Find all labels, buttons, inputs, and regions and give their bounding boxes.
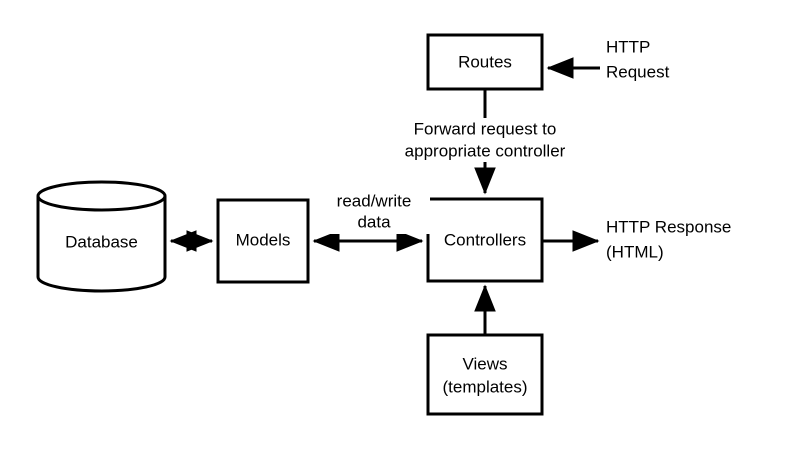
label-http-response: HTTP Response (HTML) <box>606 217 731 261</box>
label-http-response-line1: HTTP Response <box>606 217 731 236</box>
edge-label-read-write-line1: read/write <box>337 191 412 210</box>
node-models-shape <box>216 198 310 284</box>
node-views-label-line2: (templates) <box>442 377 527 396</box>
label-http-request-line1: HTTP <box>606 37 650 56</box>
label-http-response-line2: (HTML) <box>606 242 664 261</box>
edge-label-forward-request-bg <box>387 118 583 162</box>
node-controllers-shape <box>426 197 544 283</box>
label-http-request: HTTP Request <box>606 37 670 81</box>
node-views[interactable]: Views (templates) <box>426 333 544 416</box>
node-routes[interactable]: Routes <box>426 33 544 91</box>
node-controllers[interactable]: Controllers <box>426 197 544 283</box>
node-routes-label: Routes <box>458 52 512 71</box>
edge-label-forward-request-line1: Forward request to <box>414 119 557 138</box>
node-views-shape <box>426 333 544 416</box>
node-database-label: Database <box>65 232 138 251</box>
node-controllers-label: Controllers <box>444 230 526 249</box>
edge-label-forward-request-line2: appropriate controller <box>405 141 566 160</box>
node-routes-shape <box>426 33 544 91</box>
edge-label-read-write-data-bg <box>320 190 430 234</box>
edge-label-read-write-line2: data <box>357 212 391 231</box>
node-database-body <box>36 196 167 293</box>
edge-label-read-write-data: read/write data <box>320 190 430 234</box>
node-models[interactable]: Models <box>216 198 310 284</box>
node-database[interactable]: Database <box>36 180 167 293</box>
edge-label-forward-request: Forward request to appropriate controlle… <box>387 118 583 162</box>
node-database-top <box>36 180 167 212</box>
node-views-label-line1: Views <box>462 354 507 373</box>
node-models-label: Models <box>236 230 291 249</box>
label-http-request-line2: Request <box>606 62 670 81</box>
